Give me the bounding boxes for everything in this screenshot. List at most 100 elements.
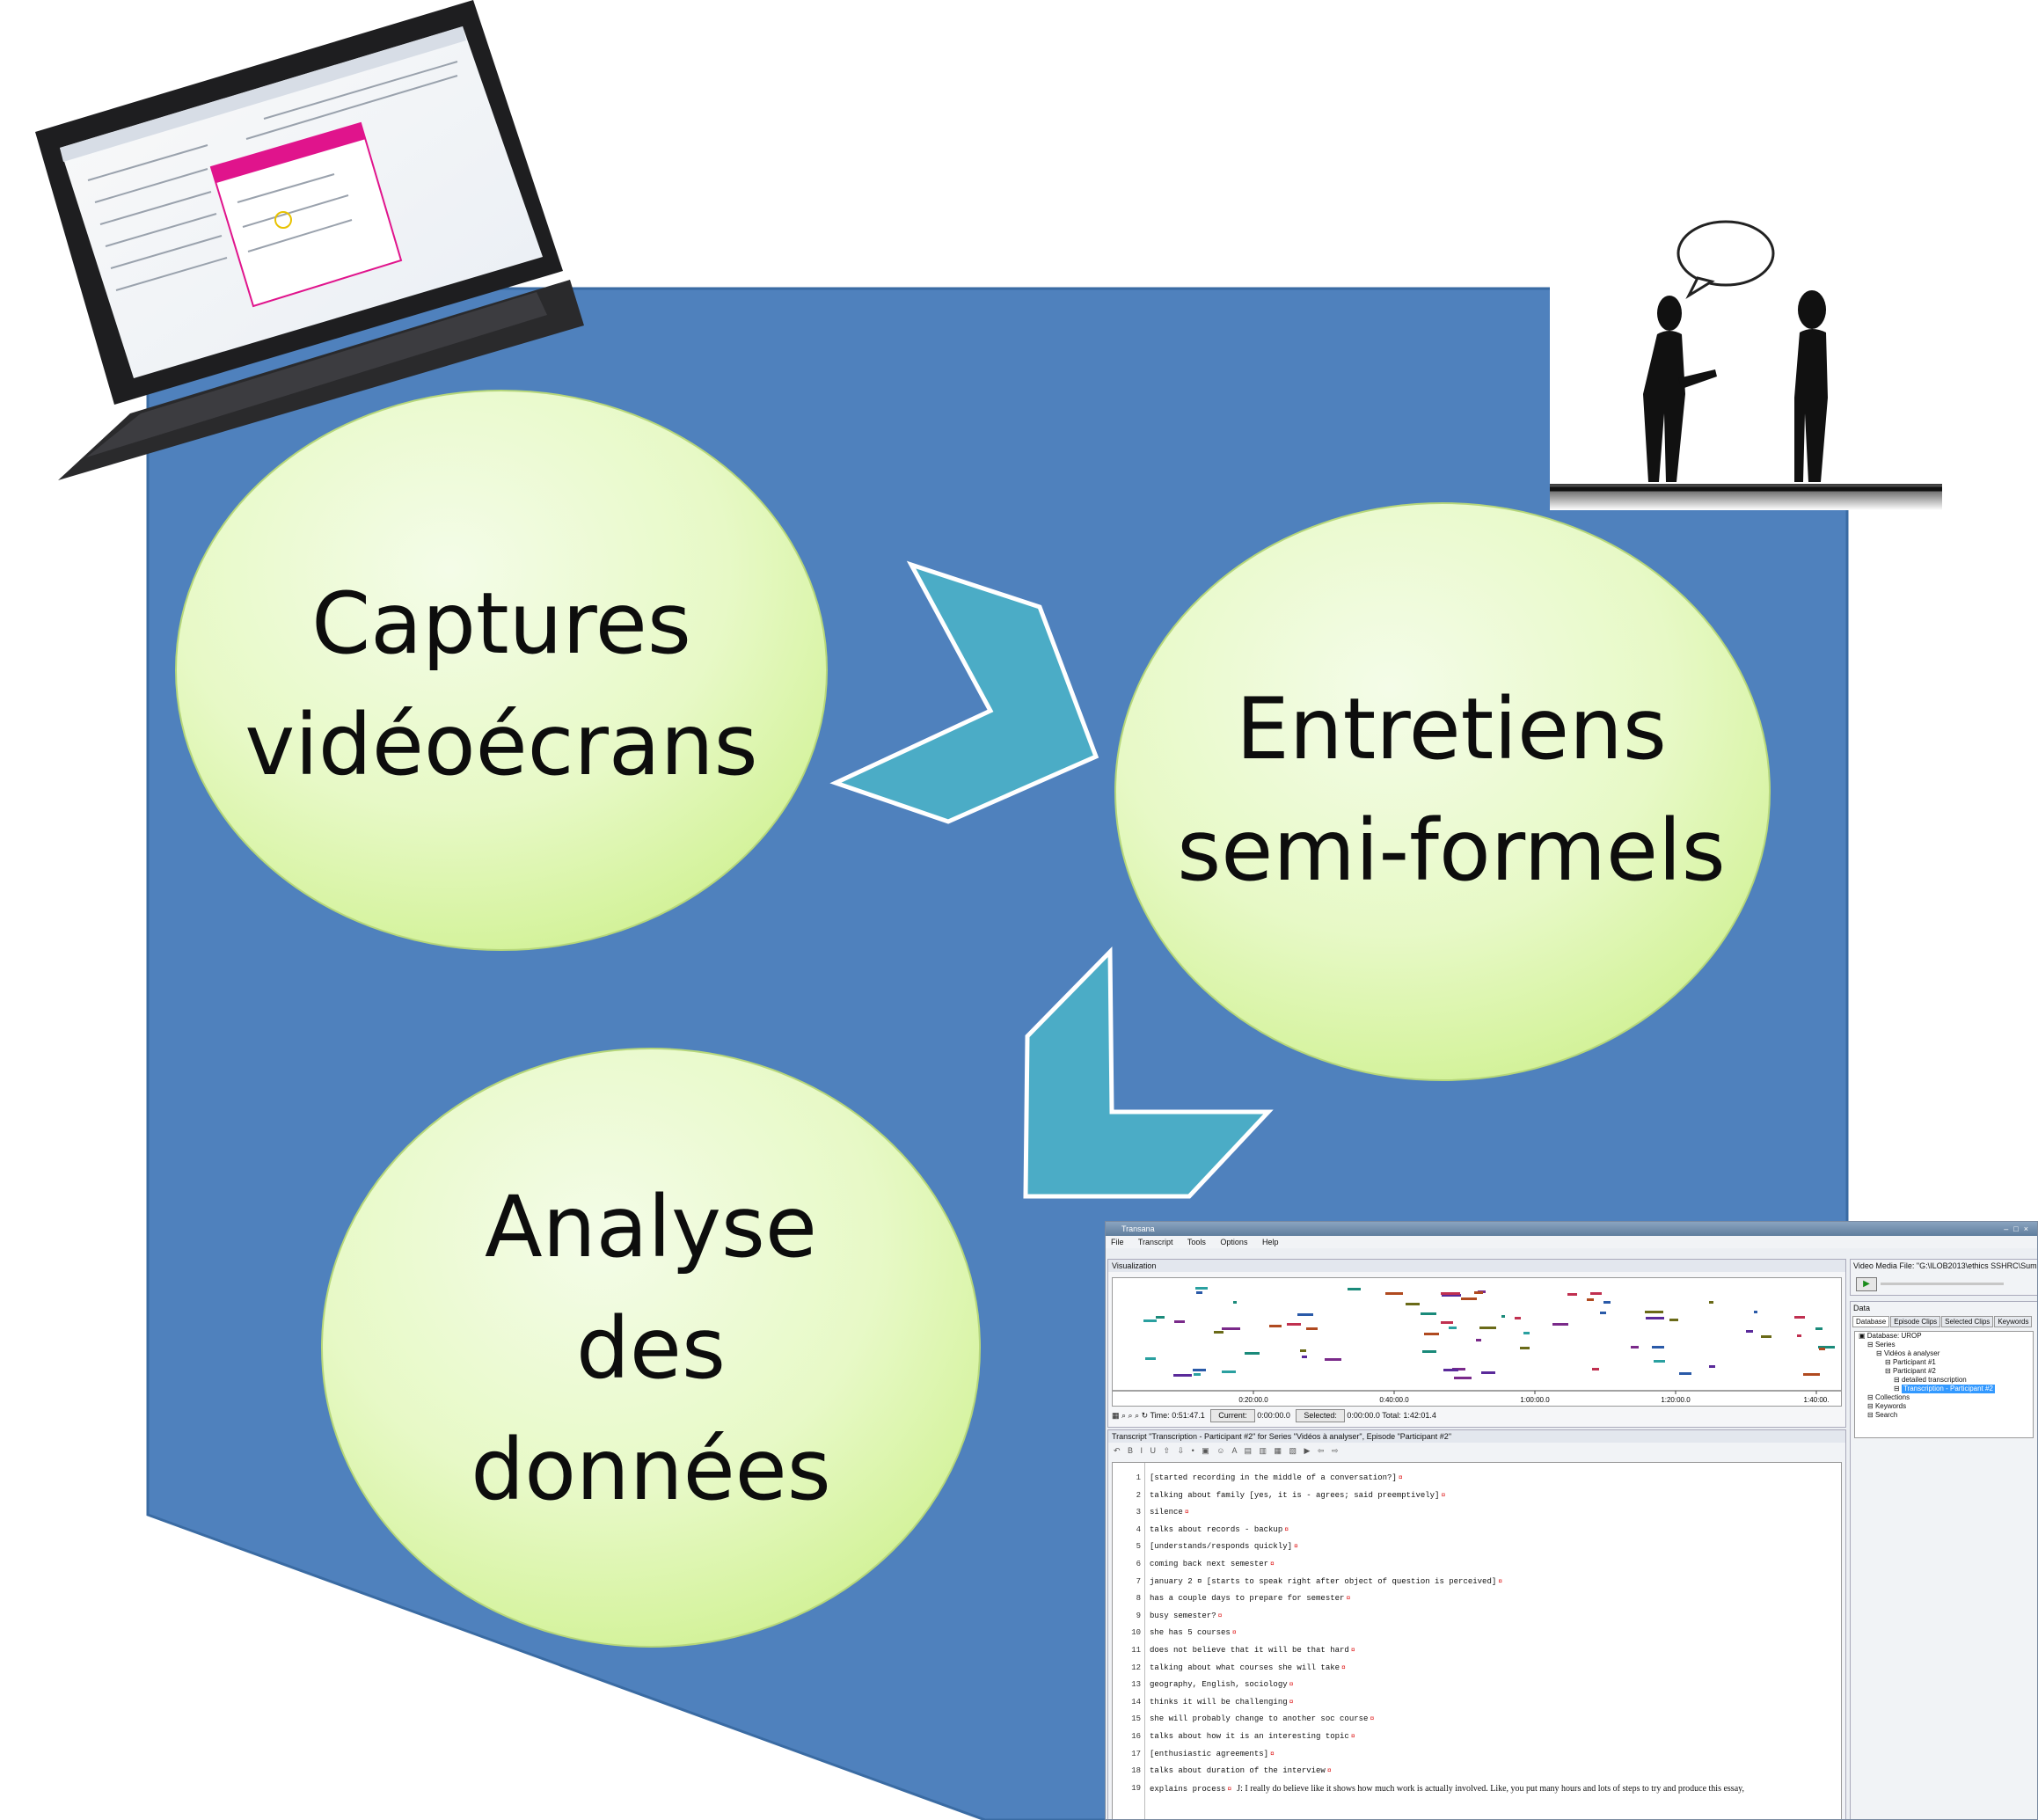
coded-segment[interactable]: [1819, 1348, 1825, 1350]
play-icon[interactable]: ▶: [1856, 1277, 1877, 1291]
coded-segment[interactable]: [1222, 1370, 1236, 1373]
coded-segment[interactable]: [1587, 1298, 1594, 1301]
transcript-line[interactable]: 5[understands/responds quickly]¤: [1113, 1539, 1834, 1556]
coded-segment[interactable]: [1193, 1369, 1206, 1371]
coded-segment[interactable]: [1754, 1311, 1757, 1313]
transcript-editor[interactable]: 1[started recording in the middle of a c…: [1112, 1462, 1842, 1819]
menu-options[interactable]: Options: [1220, 1238, 1248, 1246]
coded-segment[interactable]: [1222, 1327, 1240, 1330]
coded-segment[interactable]: [1302, 1356, 1307, 1358]
menu-tools[interactable]: Tools: [1187, 1238, 1206, 1246]
tree-item[interactable]: ⊟ Vidéos à analyser: [1876, 1349, 1940, 1357]
coded-segment[interactable]: [1520, 1347, 1530, 1349]
tree-item[interactable]: ⊟ Participant #2: [1885, 1367, 1936, 1375]
current-button[interactable]: Current:: [1210, 1409, 1255, 1422]
window-controls[interactable]: –□×: [2004, 1224, 2034, 1233]
coded-segment[interactable]: [1442, 1294, 1461, 1297]
coded-segment[interactable]: [1196, 1291, 1202, 1294]
coded-segment[interactable]: [1406, 1303, 1420, 1305]
transcript-toolbar[interactable]: ↶ B I U ⇧ ⇩ • ▣ ☺ A ▤ ▥ ▦ ▧ ▶ ⇦ ⇨: [1114, 1446, 1341, 1455]
transcript-line[interactable]: 17[enthusiastic agreements]¤: [1113, 1746, 1834, 1764]
coded-segment[interactable]: [1501, 1315, 1505, 1318]
tree-item[interactable]: ⊟ detailed transcription: [1894, 1376, 1967, 1384]
tab-database[interactable]: Database: [1852, 1316, 1890, 1327]
tree-item[interactable]: ⊟ Series: [1867, 1341, 1896, 1349]
coded-segment[interactable]: [1194, 1373, 1201, 1376]
coded-segment[interactable]: [1481, 1371, 1495, 1374]
coded-segment[interactable]: [1173, 1374, 1192, 1377]
tree-item[interactable]: ⊟ Transcription - Participant #2: [1894, 1385, 1995, 1393]
coded-segment[interactable]: [1306, 1327, 1318, 1330]
coded-segment[interactable]: [1476, 1339, 1481, 1341]
tab-keywords[interactable]: Keywords: [1994, 1316, 2033, 1327]
selected-button[interactable]: Selected:: [1296, 1409, 1345, 1422]
coded-segment[interactable]: [1214, 1331, 1224, 1334]
coded-segment[interactable]: [1348, 1288, 1361, 1290]
coded-segment[interactable]: [1145, 1357, 1156, 1360]
coded-segment[interactable]: [1461, 1297, 1477, 1300]
coded-segment[interactable]: [1600, 1312, 1606, 1314]
zoom-icon[interactable]: ▦ ⌕ ⌕ ⌕ ↻: [1112, 1411, 1149, 1420]
coded-segment[interactable]: [1174, 1320, 1185, 1323]
menu-file[interactable]: File: [1111, 1238, 1124, 1246]
coded-segment[interactable]: [1474, 1291, 1483, 1294]
coded-segment[interactable]: [1452, 1368, 1465, 1370]
tab-episode-clips[interactable]: Episode Clips: [1890, 1316, 1941, 1327]
coded-segment[interactable]: [1287, 1323, 1301, 1326]
coded-segment[interactable]: [1567, 1293, 1577, 1296]
tree-item[interactable]: ⊟ Collections: [1867, 1393, 1910, 1401]
coded-segment[interactable]: [1441, 1321, 1453, 1324]
tree-item[interactable]: ⊟ Search: [1867, 1411, 1898, 1419]
coded-segment[interactable]: [1422, 1350, 1436, 1353]
coded-segment[interactable]: [1652, 1346, 1664, 1349]
coded-segment[interactable]: [1441, 1292, 1460, 1295]
coded-segment[interactable]: [1233, 1301, 1237, 1304]
coded-segment[interactable]: [1603, 1301, 1611, 1304]
coded-segment[interactable]: [1156, 1316, 1165, 1319]
coded-segment[interactable]: [1195, 1287, 1208, 1290]
transcript-line[interactable]: 1[started recording in the middle of a c…: [1113, 1470, 1834, 1487]
coded-segment[interactable]: [1709, 1365, 1715, 1368]
coded-segment[interactable]: [1523, 1332, 1530, 1334]
menu-help[interactable]: Help: [1261, 1238, 1279, 1246]
coded-segment[interactable]: [1325, 1358, 1341, 1361]
coded-segment[interactable]: [1645, 1311, 1663, 1313]
menu-transcript[interactable]: Transcript: [1137, 1238, 1173, 1246]
coded-segment[interactable]: [1421, 1312, 1436, 1315]
coded-segment[interactable]: [1794, 1316, 1805, 1319]
coded-segment[interactable]: [1679, 1372, 1691, 1375]
coded-segment[interactable]: [1815, 1327, 1823, 1330]
coded-segment[interactable]: [1803, 1373, 1820, 1376]
coded-segment[interactable]: [1479, 1327, 1496, 1329]
coded-segment[interactable]: [1590, 1292, 1602, 1295]
coded-segment[interactable]: [1709, 1301, 1713, 1304]
coded-segment[interactable]: [1424, 1333, 1439, 1335]
coded-segment[interactable]: [1385, 1292, 1403, 1295]
coded-segment[interactable]: [1454, 1377, 1472, 1379]
coded-segment[interactable]: [1818, 1346, 1835, 1349]
coded-segment[interactable]: [1761, 1335, 1771, 1338]
coded-segment[interactable]: [1646, 1317, 1664, 1319]
tab-selected-clips[interactable]: Selected Clips: [1941, 1316, 1994, 1327]
coded-segment[interactable]: [1592, 1368, 1599, 1370]
tree-item[interactable]: ▣ Database: UROP: [1859, 1332, 1922, 1340]
tree-item[interactable]: ⊟ Participant #1: [1885, 1358, 1936, 1366]
coded-segment[interactable]: [1552, 1323, 1568, 1326]
coded-segment[interactable]: [1443, 1369, 1458, 1371]
